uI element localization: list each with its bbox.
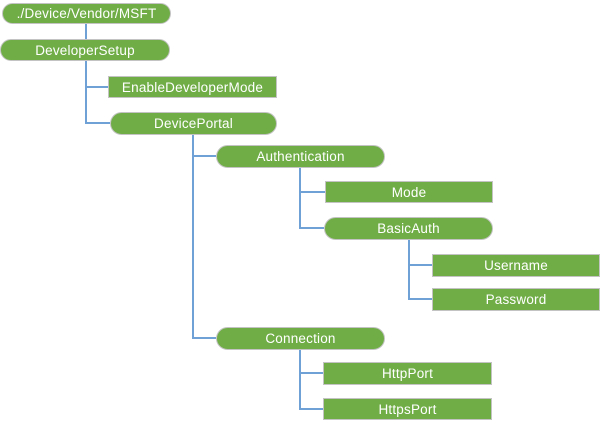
connector-line-horizontal — [193, 337, 216, 339]
tree-node-connection: Connection — [216, 327, 385, 350]
tree-node-httpsport: HttpsPort — [323, 398, 492, 420]
connector-line-horizontal — [300, 372, 323, 374]
tree-node-deviceportal: DevicePortal — [110, 112, 277, 135]
connector-line-vertical — [408, 240, 410, 300]
tree-node-httpport: HttpPort — [323, 362, 492, 385]
tree-node-device-vendor-msft: ./Device/Vendor/MSFT — [2, 3, 171, 24]
tree-node-username: Username — [432, 254, 600, 277]
tree-node-developersetup: DeveloperSetup — [0, 39, 170, 61]
connector-line-vertical — [85, 61, 87, 124]
connector-line-horizontal — [409, 264, 432, 266]
tree-node-mode: Mode — [325, 181, 493, 203]
connector-line-vertical — [85, 24, 87, 39]
connector-line-horizontal — [300, 408, 323, 410]
connector-line-horizontal — [86, 122, 110, 124]
connector-line-horizontal — [409, 298, 432, 300]
tree-node-authentication: Authentication — [216, 145, 385, 168]
connector-line-vertical — [299, 350, 301, 410]
connector-line-vertical — [299, 168, 301, 229]
tree-node-enabledevelopermode: EnableDeveloperMode — [108, 76, 277, 98]
connector-line-horizontal — [300, 227, 324, 229]
connector-line-horizontal — [300, 191, 325, 193]
tree-node-password: Password — [432, 288, 600, 311]
connector-line-horizontal — [86, 86, 108, 88]
connector-line-vertical — [192, 135, 194, 339]
tree-node-basicauth: BasicAuth — [324, 217, 493, 240]
connector-line-horizontal — [193, 155, 216, 157]
